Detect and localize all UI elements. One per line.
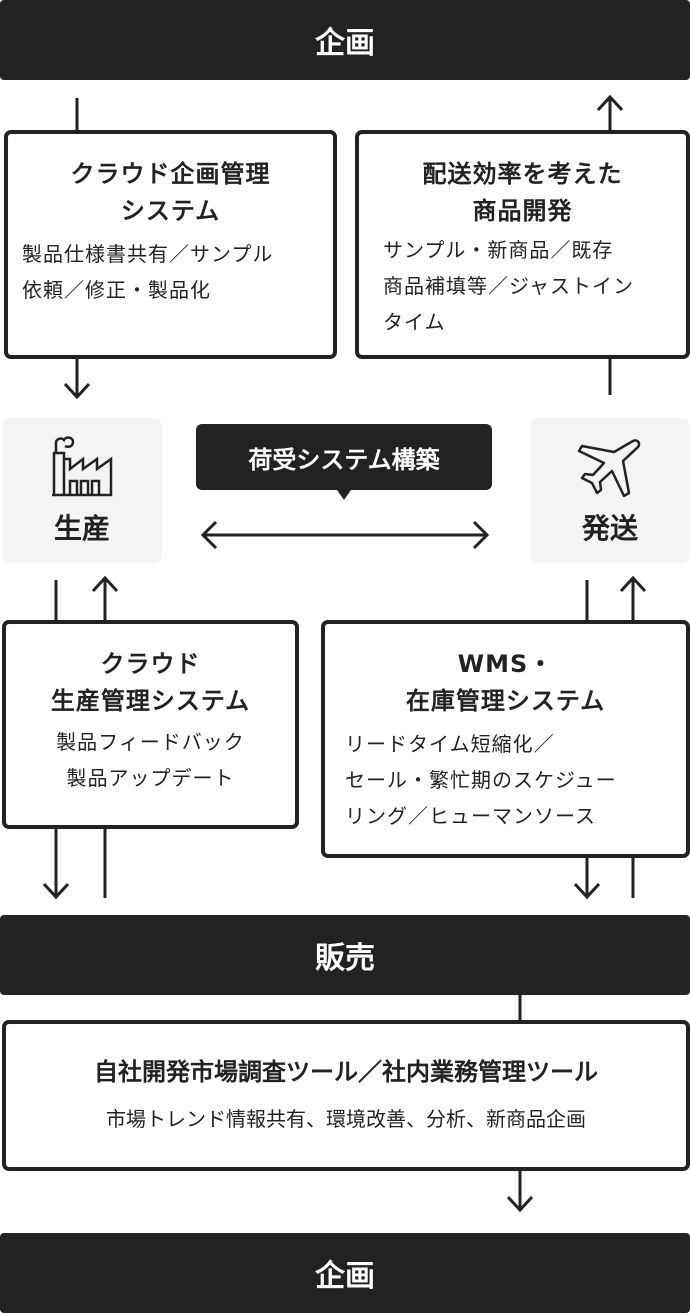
wms-box: WMS・在庫管理システム リードタイム短縮化／ セール・繁忙期のスケジューリング／…: [321, 620, 690, 858]
box-text: 製品仕様書共有／サンプル: [22, 242, 274, 266]
box-title: クラウド: [100, 650, 201, 678]
box-text: 市場トレンド情報共有、環境改善、分析、新商品企画: [106, 1107, 586, 1131]
box-title: 生産管理システム: [50, 687, 251, 715]
bottom-planning-bar: 企画: [0, 1233, 690, 1313]
box-text: リードタイム短縮化／: [345, 732, 555, 756]
box-text: リング／ヒューマンソース: [345, 804, 596, 828]
box-title: 配送効率を考えた: [422, 160, 623, 188]
production-label: 生産: [53, 511, 110, 545]
planning-cloud-box: クラウド企画管理システム 製品仕様書共有／サンプル依頼／修正・製品化: [4, 130, 337, 359]
shipping-label: 発送: [581, 511, 638, 545]
box-text: サンプル・新商品／既存: [383, 238, 614, 262]
bubble-label: 荷受システム構築: [248, 445, 440, 474]
box-text: タイム: [383, 310, 446, 334]
top-planning-bar: 企画: [0, 0, 690, 80]
production-node: 生産: [2, 418, 162, 563]
box-text: 製品アップデート: [66, 766, 235, 790]
box-title: 自社開発市場調査ツール／社内業務管理ツール: [94, 1058, 598, 1086]
research-tool-box: 自社開発市場調査ツール／社内業務管理ツール 市場トレンド情報共有、環境改善、分析…: [2, 1020, 690, 1171]
box-text: 商品補填等／ジャストイン: [383, 274, 634, 298]
box-text: 製品フィードバック: [56, 730, 245, 754]
box-title: 商品開発: [472, 197, 573, 225]
delivery-efficiency-box: 配送効率を考えた商品開発 サンプル・新商品／既存商品補填等／ジャストインタイム: [355, 130, 690, 359]
box-text: セール・繁忙期のスケジュー: [345, 768, 617, 792]
bottom-bar-label: 企画: [315, 1259, 375, 1294]
sales-bar-label: 販売: [315, 941, 375, 976]
box-title: クラウド企画管理: [70, 160, 271, 188]
shipping-node: 発送: [530, 418, 690, 563]
box-title: システム: [120, 197, 221, 225]
box-title: 在庫管理システム: [405, 687, 606, 715]
box-title: WMS・: [457, 650, 554, 678]
sales-bar: 販売: [0, 915, 690, 995]
box-text: 依頼／修正・製品化: [22, 278, 211, 302]
top-bar-label: 企画: [315, 26, 375, 61]
airplane-icon: [577, 438, 641, 497]
receiving-system-bubble: 荷受システム構築: [196, 424, 492, 500]
factory-icon: [52, 435, 113, 496]
production-cloud-box: クラウド生産管理システム 製品フィードバック製品アップデート: [2, 620, 299, 829]
